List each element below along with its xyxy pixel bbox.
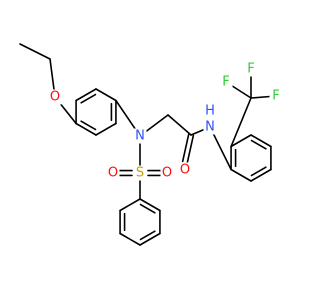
fluorine-2-label: F bbox=[247, 62, 254, 77]
phenylsulfonyl-ring-bond-2 bbox=[139, 232, 161, 246]
sulfonamide-nitrogen-label-background bbox=[133, 128, 147, 144]
fluorine-3-label: F bbox=[272, 89, 279, 104]
trifluoromethylphenyl-ring-bond-2-inner bbox=[250, 166, 267, 177]
sulfonyl-oxygen-left-label: O bbox=[108, 166, 118, 181]
ethoxyphenyl-ring-bond-5 bbox=[75, 88, 97, 102]
ch2-carbonyl-bond bbox=[167, 114, 192, 136]
carbonyl-double-a bbox=[181, 133, 190, 163]
carbonyl-oxygen-label: O bbox=[180, 163, 190, 178]
sulfur-label: S bbox=[136, 166, 144, 181]
ethoxyphenyl-ring-bond-2 bbox=[95, 122, 117, 136]
sulfonyl-oxygen-right-label-background bbox=[160, 165, 174, 181]
trifluoromethylphenyl-ring-bond-0 bbox=[250, 134, 272, 148]
ethoxyphenyl-ring-bond-0 bbox=[95, 88, 117, 102]
carbonyl-double-b bbox=[186, 134, 195, 164]
ethoxyphenyl-ring-bond-5-inner bbox=[80, 93, 97, 104]
phenylsulfonyl-ring-bond-0-inner bbox=[139, 203, 156, 214]
ethyl-bond bbox=[19, 43, 51, 60]
ether-oxygen-label-background bbox=[48, 89, 62, 105]
fluorine-1-label: F bbox=[222, 75, 229, 90]
sulfur-label-background bbox=[133, 165, 147, 181]
carbonyl-oxygen-label-background bbox=[178, 162, 192, 178]
trifluoromethylphenyl-ring-bond-5 bbox=[230, 134, 252, 148]
trifluoromethylphenyl-ring-bond-0-inner bbox=[250, 139, 267, 150]
phenylsulfonyl-ring-bond-3 bbox=[119, 232, 141, 246]
sulfonamide-nitrogen-label: N bbox=[135, 129, 145, 144]
phenylsulfonyl-ring-bond-5 bbox=[119, 198, 141, 212]
phenylsulfonyl-ring-bond-2-inner bbox=[139, 230, 156, 241]
ether-oxygen-label: O bbox=[50, 90, 60, 105]
sulfonyl-oxygen-right-label: O bbox=[162, 166, 172, 181]
bond-layer bbox=[19, 43, 277, 246]
trifluoromethylphenyl-ring-bond-2 bbox=[250, 168, 272, 182]
fluorine-1-label-background bbox=[219, 74, 233, 90]
amide-nitrogen-label-background bbox=[203, 119, 217, 135]
trifluoromethylphenyl-ring-bond-3 bbox=[230, 168, 252, 182]
ethoxyphenyl-ring-bond-3 bbox=[75, 122, 97, 136]
fluorine-2-label-background bbox=[244, 61, 258, 77]
amide-hydrogen-label: H bbox=[205, 104, 215, 119]
fluorine-3-label-background bbox=[269, 88, 283, 104]
amide-nitrogen-label: N bbox=[205, 120, 215, 135]
phenylsulfonyl-ring-bond-0 bbox=[139, 198, 161, 212]
amide-hydrogen-label-background bbox=[203, 103, 217, 119]
ethoxyphenyl-ring-bond-3-inner bbox=[80, 120, 97, 131]
sulfonyl-oxygen-left-label-background bbox=[106, 165, 120, 181]
cf3-bond bbox=[230, 97, 252, 148]
